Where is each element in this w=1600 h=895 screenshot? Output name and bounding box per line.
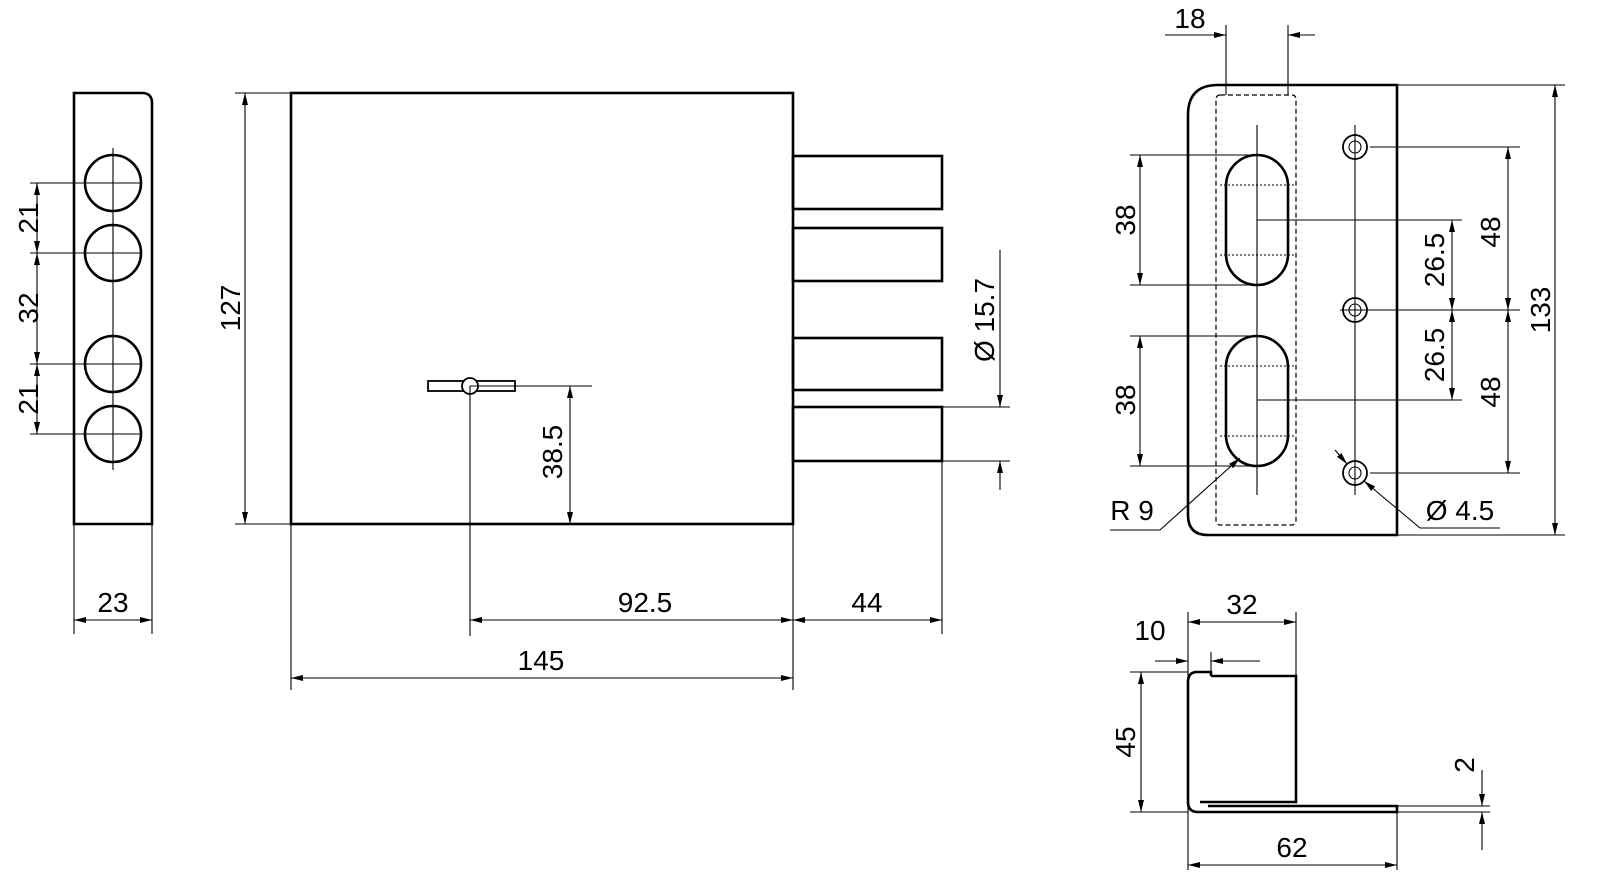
dim-slot-spacing-bottom: 26.5 [1419,328,1450,383]
dim-hole-diameter: Ø 4.5 [1426,495,1494,526]
dim-thickness: 2 [1449,757,1480,773]
dim-key-height: 38.5 [537,425,568,480]
front-view: 21 32 21 23 [13,91,154,634]
dim-slot-spacing-top: 26.5 [1419,233,1450,288]
dim-height: 127 [215,285,246,332]
dim-plate-height: 133 [1525,287,1556,334]
dim-spacing-top: 21 [13,202,44,233]
dim-spacing-bottom: 21 [13,383,44,414]
dim-body-length: 145 [518,645,565,676]
dim-slot-length-top: 38 [1110,204,1141,235]
dim-lip: 10 [1134,615,1165,646]
bolts [791,154,944,463]
dim-slot-offset: 18 [1174,3,1205,34]
dim-bolt-diameter: Ø 15.7 [969,278,1000,362]
strike-plate-view: 18 38 38 26.5 26.5 48 48 133 R 9 Ø 4.5 [1110,3,1565,537]
dim-profile-height: 45 [1110,726,1141,757]
profile-view: 32 10 45 2 62 [1110,589,1490,870]
dim-bolt-throw: 44 [851,587,882,618]
dim-width: 23 [97,587,128,618]
dim-hole-spacing-top: 48 [1475,216,1506,247]
dim-radius: R 9 [1110,495,1154,526]
side-view: 127 38.5 92.5 44 145 Ø 15.7 [215,91,1010,690]
dim-total-width: 62 [1276,832,1307,863]
dim-key-offset: 92.5 [618,587,673,618]
dim-inner-width: 32 [1226,589,1257,620]
dim-spacing-middle: 32 [13,292,44,323]
dim-hole-spacing-bottom: 48 [1475,376,1506,407]
dim-slot-length-bottom: 38 [1110,384,1141,415]
